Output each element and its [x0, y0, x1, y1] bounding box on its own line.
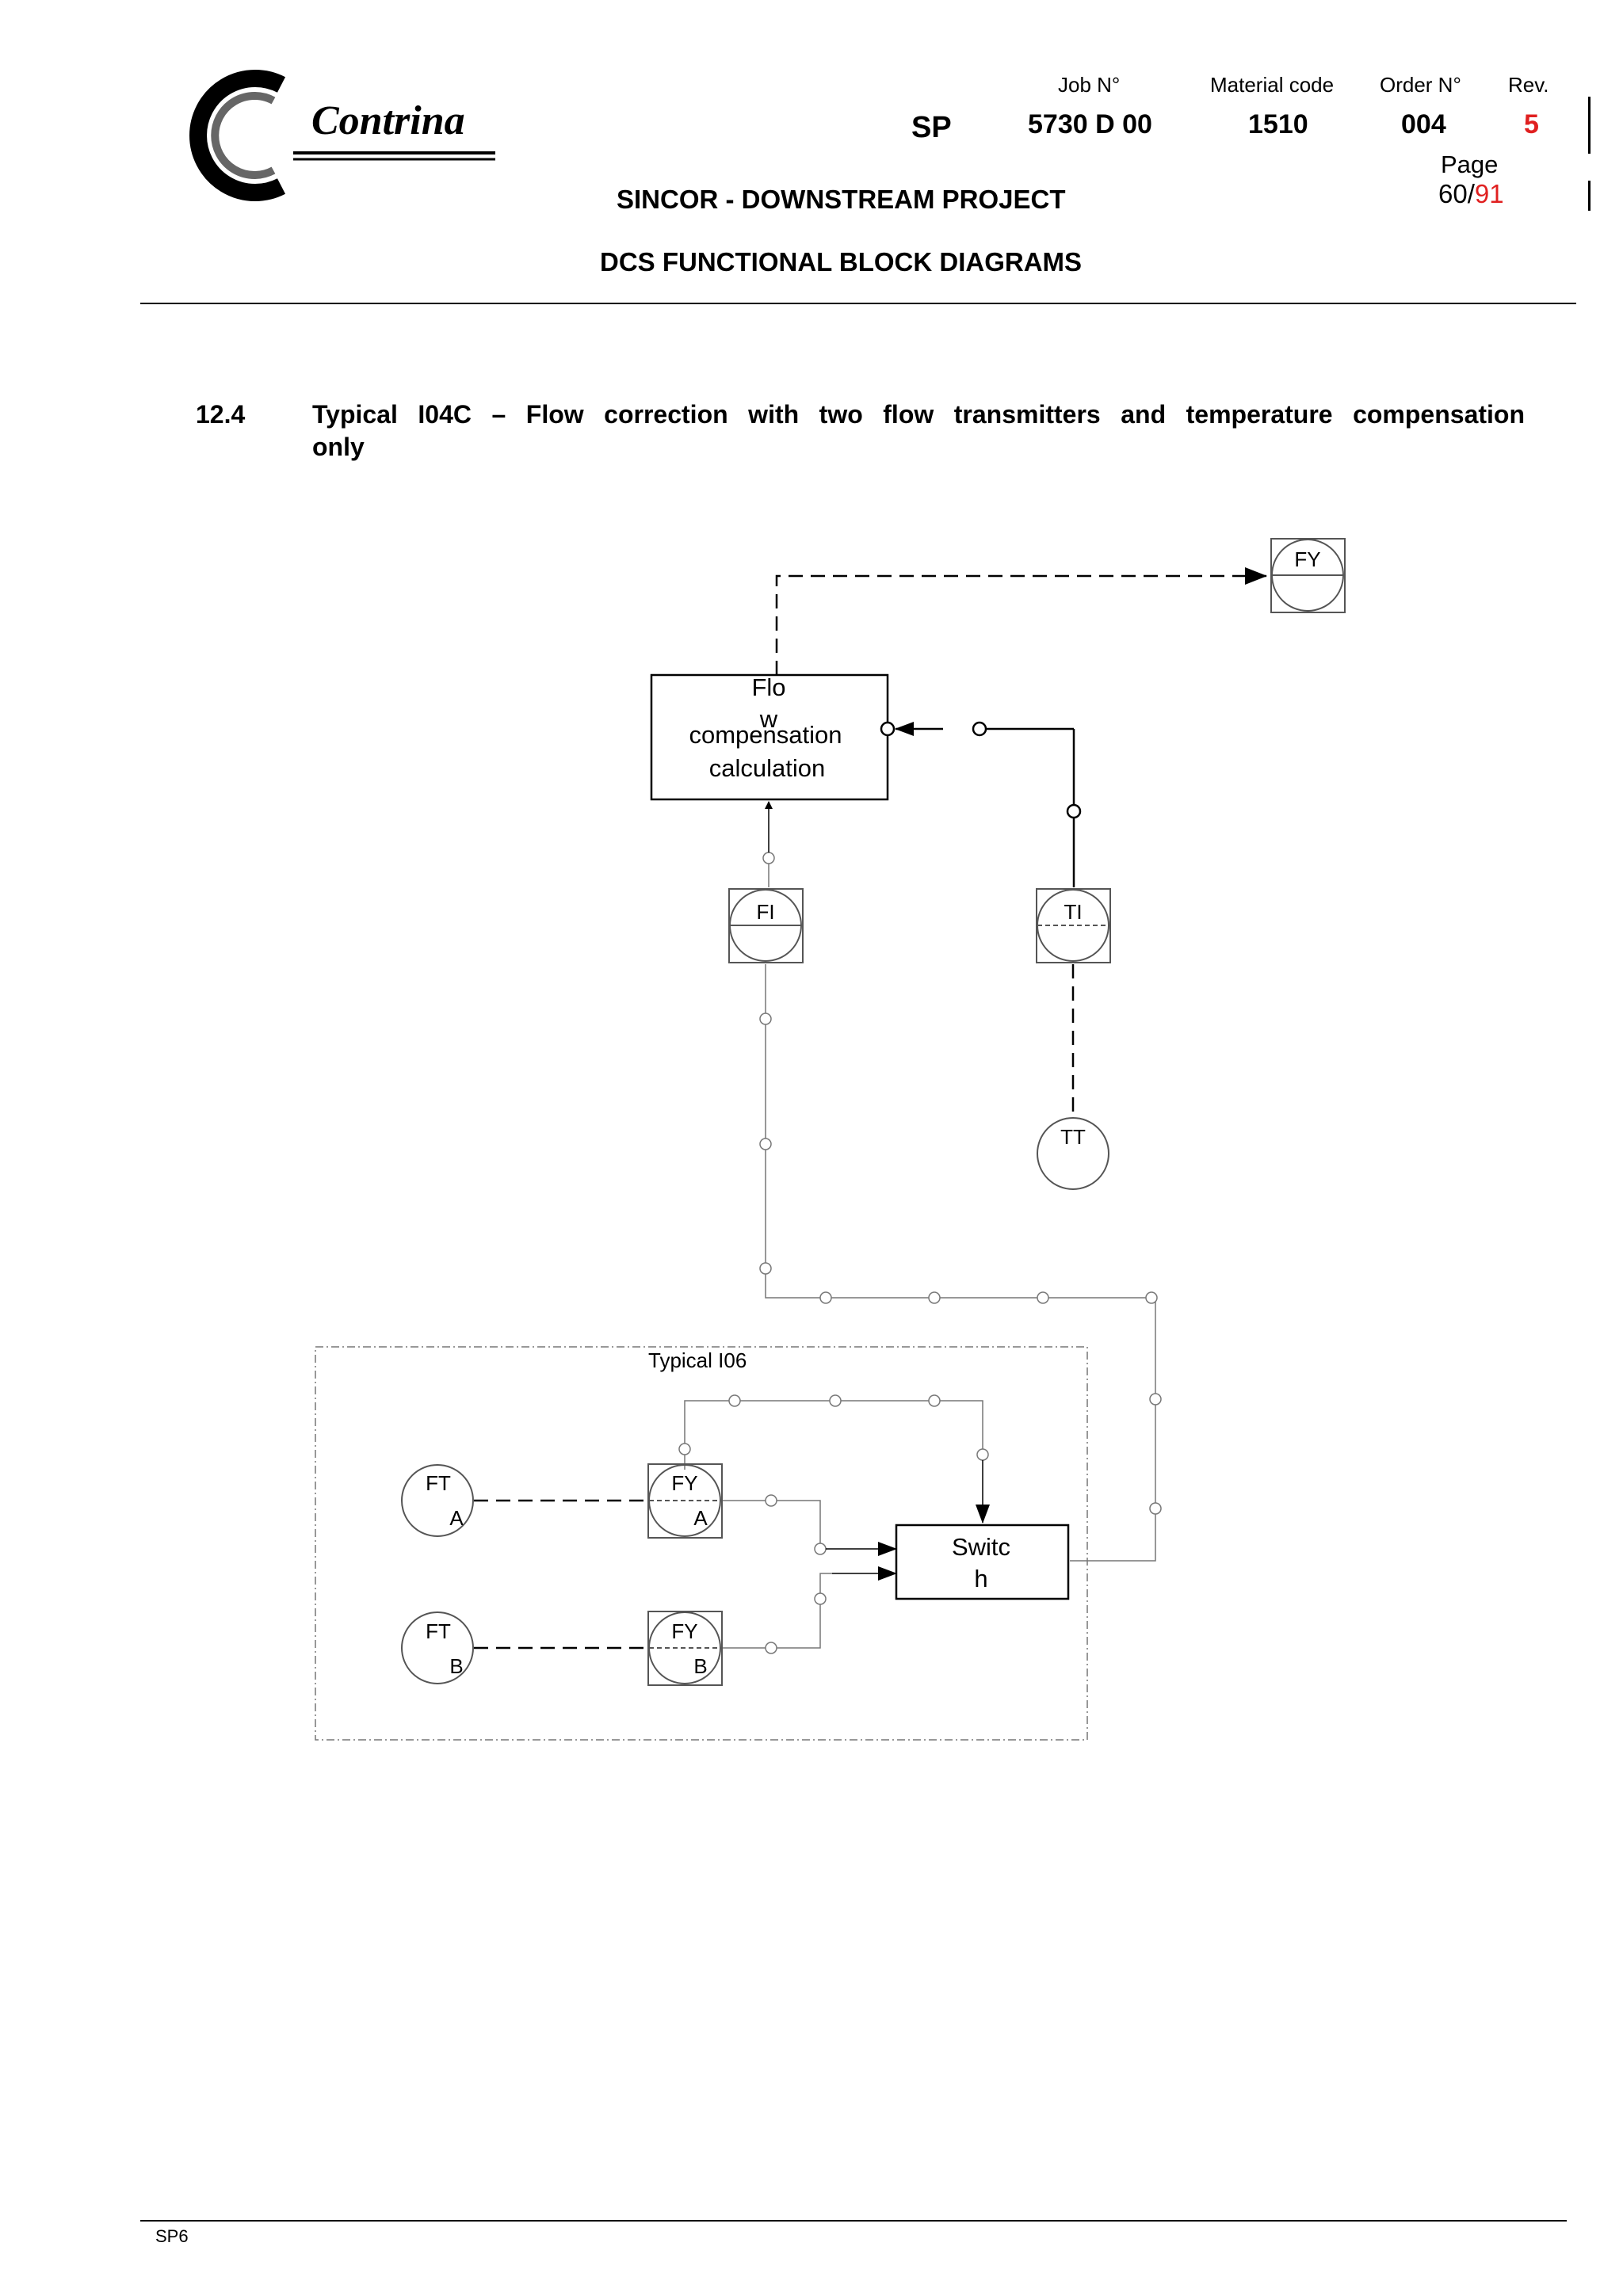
section-title: Typical I04C – Flow correction with two … [312, 400, 1525, 429]
flow-signal-line [762, 801, 775, 887]
fy-output-label: FY [1294, 547, 1320, 571]
page-label: Page [1441, 151, 1499, 178]
fi-to-switch-line [759, 964, 1162, 1562]
rev-bar-bottom [1588, 181, 1591, 211]
footer-code: SP6 [155, 2226, 189, 2246]
tt-label: TT [1060, 1125, 1086, 1149]
fyb-to-switch-line [723, 1573, 832, 1654]
doc-type: SP [911, 111, 952, 144]
fi-label: FI [756, 900, 774, 924]
calc-label-3: compensation [689, 721, 842, 749]
header-rule [140, 303, 1576, 304]
fya-to-switch-line [723, 1494, 827, 1555]
fy-a-label-bottom: A [693, 1506, 708, 1530]
ft-b-instrument: FT B [401, 1611, 474, 1684]
fy-b-label-top: FY [671, 1619, 697, 1643]
section-number: 12.4 [196, 400, 246, 429]
rev-label: Rev. [1508, 73, 1549, 97]
page-current: 60/ [1438, 179, 1475, 208]
ft-a-instrument: FT A [401, 1464, 474, 1537]
rev-bar-top [1588, 97, 1591, 154]
ti-instrument: TI [1036, 888, 1111, 963]
switch-label-1: Switc [952, 1533, 1010, 1561]
tt-instrument: TT [1037, 1117, 1109, 1190]
job-label: Job N° [1058, 73, 1121, 97]
job-value: 5730 D 00 [1028, 109, 1152, 139]
order-value: 004 [1401, 109, 1446, 139]
fy-b-instrument: FY B [647, 1611, 723, 1686]
typical-i06-box: Typical I06 [315, 1346, 1088, 1741]
material-value: 1510 [1248, 109, 1308, 139]
page-total: 91 [1474, 179, 1504, 208]
calc-label-1: Flo [751, 673, 785, 701]
calc-label-4: calculation [709, 754, 825, 782]
flow-compensation-block: Flo w compensation calculation [650, 673, 889, 801]
fya-to-switch-top-line [678, 1394, 989, 1470]
fy-output-instrument: FY [1270, 538, 1346, 613]
ft-a-label-bottom: A [449, 1506, 464, 1530]
temperature-signal-line [880, 721, 1082, 887]
ti-label: TI [1064, 900, 1082, 924]
project-title: SINCOR - DOWNSTREAM PROJECT [617, 185, 1066, 214]
material-label: Material code [1210, 73, 1335, 97]
ft-b-label-bottom: B [449, 1654, 463, 1678]
section-title-line1: Typical I04C – Flow correction with two … [312, 400, 1525, 429]
fy-b-label-bottom: B [693, 1654, 707, 1678]
signal-to-fy [775, 567, 1267, 675]
rev-value: 5 [1524, 109, 1539, 139]
ft-a-label-top: FT [426, 1471, 451, 1495]
footer-rule [140, 2220, 1567, 2222]
document-subtitle: DCS FUNCTIONAL BLOCK DIAGRAMS [600, 247, 1083, 277]
ft-b-label-top: FT [426, 1619, 451, 1643]
calc-label-2: w [759, 705, 778, 733]
fi-instrument: FI [728, 888, 804, 963]
logo-c-icon [189, 70, 495, 201]
fy-a-label-top: FY [671, 1471, 697, 1495]
switch-label-2: h [974, 1565, 987, 1592]
page-number: 60/91 [1438, 179, 1504, 209]
order-label: Order N° [1380, 73, 1461, 97]
typical-i06-label: Typical I06 [648, 1348, 747, 1372]
fy-a-instrument: FY A [647, 1463, 723, 1539]
section-title-line2: only [312, 433, 365, 461]
company-name: Contrina [311, 98, 465, 143]
company-logo: Contrina [162, 67, 503, 206]
switch-block: Switc h [895, 1524, 1070, 1600]
